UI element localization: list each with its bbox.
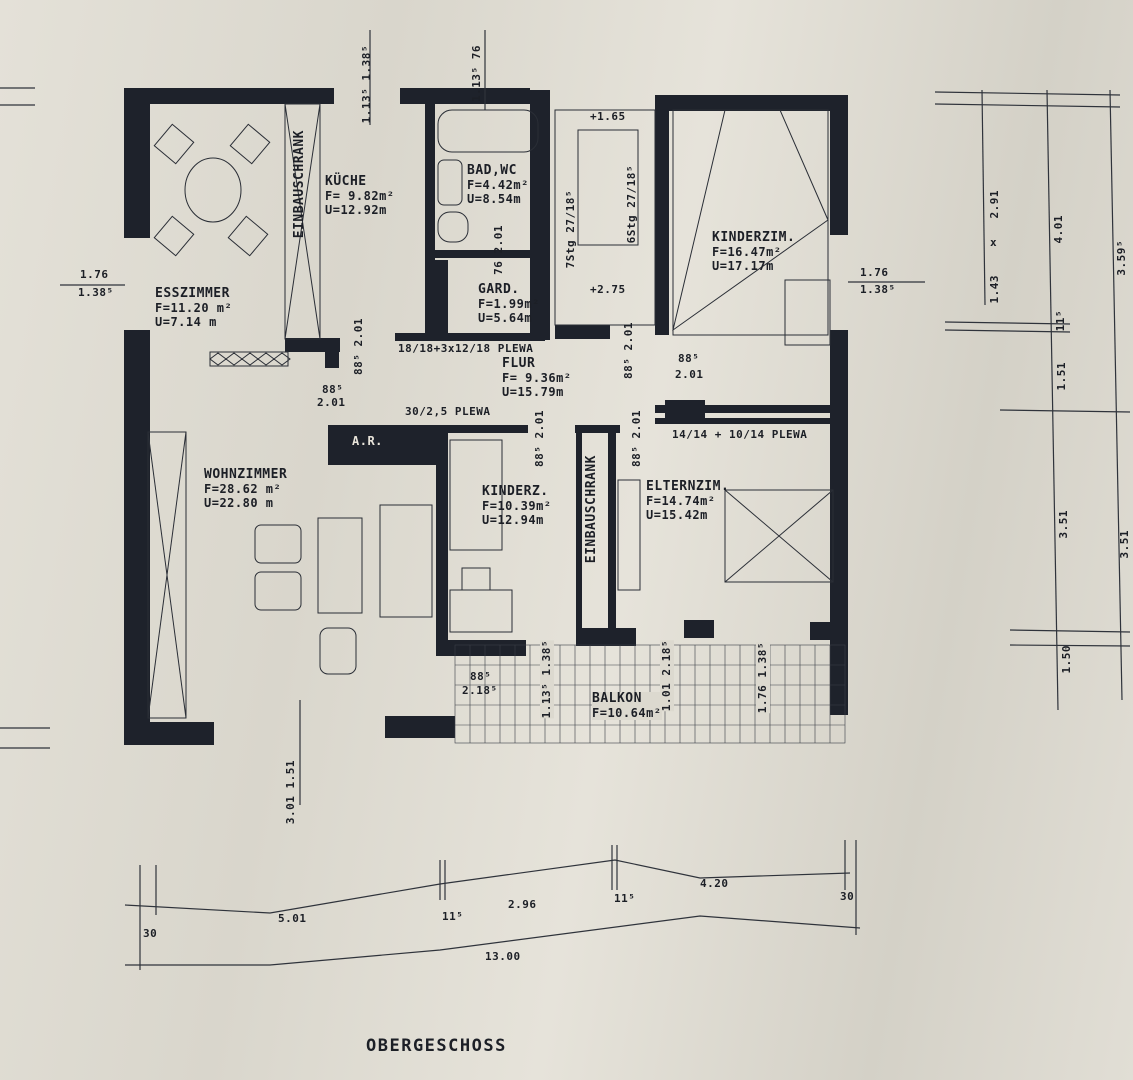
dim-door: 2.18⁵ xyxy=(462,684,498,697)
einbauschrank-label: EINBAUSCHRANK xyxy=(584,455,599,564)
dim-right: 2.91 xyxy=(988,190,1001,219)
dim-door: 88⁵ xyxy=(470,670,492,683)
room-name: KÜCHE xyxy=(325,174,367,189)
dim-bottom: 5.01 xyxy=(278,912,307,925)
dim-bottom: 30 xyxy=(143,927,158,940)
room-perimeter: U=8.54m xyxy=(467,192,522,206)
plewa-note: 30/2,5 PLEWA xyxy=(405,405,491,418)
dim-bottom: 11⁵ xyxy=(614,892,636,905)
room-elternzim: ELTERNZIM. F=14.74m² U=15.42m xyxy=(646,479,730,523)
dim-door: 76 2.01 xyxy=(492,225,505,275)
dim-total: 13.00 xyxy=(485,950,521,963)
dim-window: 1.76 xyxy=(80,268,109,281)
walls xyxy=(124,88,848,745)
room-ar: A.R. xyxy=(352,434,383,448)
room-area: F=16.47m² xyxy=(712,245,782,259)
room-area: F=10.39m² xyxy=(482,499,552,513)
dim-right: 11⁵ xyxy=(1054,310,1067,332)
room-esszimmer: ESSZIMMER F=11.20 m² U=7.14 m xyxy=(155,286,233,330)
dim-door: 2.01 xyxy=(675,368,704,381)
einbauschrank-label: EINBAUSCHRANK xyxy=(292,130,307,239)
room-gard: GARD. F=1.99m² U=5.64m xyxy=(478,282,540,326)
dim-door: 88⁵ 2.01 xyxy=(533,410,546,467)
dim-door: 88⁵ 2.01 xyxy=(622,322,635,379)
dim-door: 88⁵ xyxy=(678,352,700,365)
room-perimeter: U=5.64m xyxy=(478,311,533,325)
dim-door: 2.01 xyxy=(317,396,346,409)
dim-bottom: 2.96 xyxy=(508,898,537,911)
fixtures xyxy=(147,103,834,719)
dim-right: x xyxy=(990,236,998,249)
dim-window: 1.38⁵ xyxy=(860,283,896,296)
room-wohnzimmer: WOHNZIMMER F=28.62 m² U=22.80 m xyxy=(204,467,288,511)
room-name: KINDERZ. xyxy=(482,484,549,499)
room-perimeter: U=22.80 m xyxy=(204,496,274,510)
room-area: F=4.42m² xyxy=(467,178,529,192)
room-area: F=28.62 m² xyxy=(204,482,282,496)
dim-window: 1.13⁵ 1.38⁵ xyxy=(360,45,373,124)
dim-window: 1.76 xyxy=(860,266,889,279)
room-bad-wc: BAD,WC F=4.42m² U=8.54m xyxy=(467,163,529,207)
dim-bottom: 11⁵ xyxy=(442,910,464,923)
dim-right: 1.51 xyxy=(1055,362,1068,391)
room-area: F=11.20 m² xyxy=(155,301,233,315)
dimension-lines xyxy=(0,30,1131,970)
plan-title: OBERGESCHOSS xyxy=(366,1036,507,1056)
room-kinderz: KINDERZ. F=10.39m² U=12.94m xyxy=(482,484,552,528)
stair-label: 7Stg 27/18⁵ xyxy=(564,190,577,269)
dim-door: 88⁵ xyxy=(322,383,344,396)
dim-door: 1.01 2.18⁵ xyxy=(660,640,674,712)
dim-right: 1.43 xyxy=(988,275,1001,304)
room-area: F=10.64m² xyxy=(592,706,662,720)
room-perimeter: U=15.79m xyxy=(502,385,564,399)
dim-window: 1.13⁵ 1.38⁵ xyxy=(540,640,554,719)
room-area: F= 9.36m² xyxy=(502,371,572,385)
dim-window: 1.13⁵ 76 xyxy=(470,45,483,102)
plewa-note: 14/14 + 10/14 PLEWA xyxy=(672,428,808,441)
dim-window: 1.76 1.38⁵ xyxy=(756,642,770,714)
dim-right: 3.51 xyxy=(1057,510,1070,539)
dim-right: 3.59⁵ xyxy=(1115,240,1128,276)
dim-window: 1.38⁵ xyxy=(78,286,114,299)
room-name: ESSZIMMER xyxy=(155,286,230,301)
dim-bottom: 4.20 xyxy=(700,877,729,890)
room-flur: FLUR F= 9.36m² U=15.79m xyxy=(502,356,572,400)
dim-right: 3.51 xyxy=(1118,530,1131,559)
room-perimeter: U=15.42m xyxy=(646,508,708,522)
room-kueche: KÜCHE F= 9.82m² U=12.92m xyxy=(325,174,395,218)
room-area: F=14.74m² xyxy=(646,494,716,508)
room-name: ELTERNZIM. xyxy=(646,479,730,494)
room-perimeter: U=7.14 m xyxy=(155,315,217,329)
room-name: WOHNZIMMER xyxy=(204,467,288,482)
level-marker: +1.65 xyxy=(590,110,626,123)
room-name: GARD. xyxy=(478,282,520,297)
dim-door: 88⁵ 2.01 xyxy=(630,410,643,467)
dim-right: 4.01 xyxy=(1052,215,1065,244)
room-area: F=1.99m² xyxy=(478,297,540,311)
room-name: FLUR xyxy=(502,356,536,371)
stair-label: 6Stg 27/18⁵ xyxy=(625,165,638,244)
room-name: BAD,WC xyxy=(467,163,517,178)
room-balkon: BALKON F=10.64m² xyxy=(592,692,662,720)
room-name: BALKON xyxy=(592,691,642,706)
room-perimeter: U=17.17m xyxy=(712,259,774,273)
dim-door: 88⁵ 2.01 xyxy=(352,318,365,375)
room-name: KINDERZIM. xyxy=(712,230,796,245)
room-perimeter: U=12.92m xyxy=(325,203,387,217)
room-perimeter: U=12.94m xyxy=(482,513,544,527)
dim-bottom: 30 xyxy=(840,890,855,903)
level-marker: +2.75 xyxy=(590,283,626,296)
dim-right: 1.50 xyxy=(1060,645,1073,674)
room-area: F= 9.82m² xyxy=(325,189,395,203)
dim-window: 3.01 1.51 xyxy=(284,760,297,825)
room-kinderzim: KINDERZIM. F=16.47m² U=17.17m xyxy=(712,230,796,274)
stair-note: 18/18+3x12/18 PLEWA xyxy=(398,342,534,355)
